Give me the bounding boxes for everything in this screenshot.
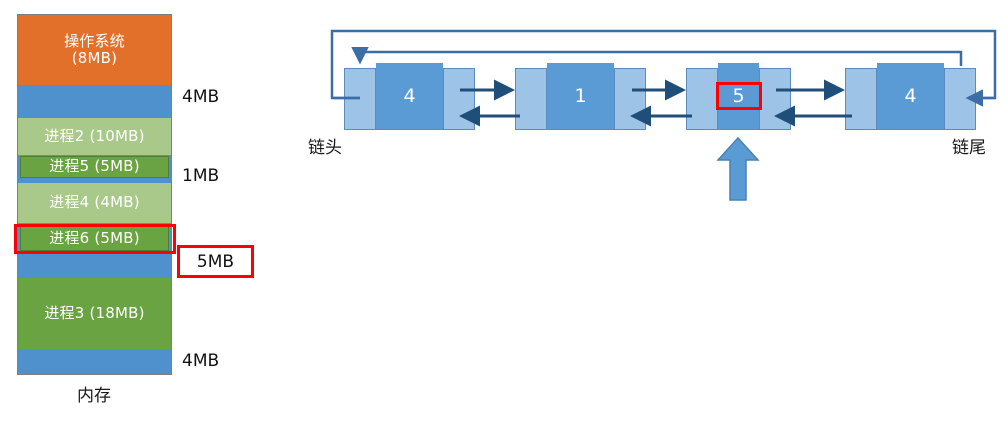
memory-block-process5-label: 进程5 (5MB): [49, 157, 140, 176]
list-tail-label-text: 链尾: [952, 138, 986, 158]
list-node-1-next-cell: [614, 69, 645, 129]
linked-list-diagram: 4 1 5 4: [280, 0, 1008, 434]
memory-block-os: 操作系统 (8MB): [18, 15, 171, 85]
memory-bar: 操作系统 (8MB) 进程2 (10MB) 进程5 (5MB) 进程4 (4MB…: [17, 14, 172, 375]
list-node-0: 4: [344, 63, 475, 130]
list-node-3-prev-cell: [846, 69, 877, 129]
memory-block-process3: 进程3 (18MB): [18, 278, 171, 349]
list-node-3: 4: [845, 63, 976, 130]
list-node-2-value: 5: [732, 85, 745, 107]
list-tail-label: 链尾: [952, 133, 986, 158]
memory-caption: 内存: [77, 381, 111, 406]
memory-block-process4: 进程4 (4MB): [18, 183, 171, 223]
list-node-2-highlight-box: 5: [715, 82, 762, 110]
memory-caption-text: 内存: [77, 386, 111, 406]
list-node-3-value: 4: [904, 85, 917, 107]
list-node-0-next-cell: [443, 69, 474, 129]
memory-block-os-sublabel: (8MB): [71, 49, 118, 67]
memory-free-label-5mb-text: 5MB: [196, 251, 235, 272]
list-node-2-next-cell: [759, 69, 790, 129]
list-node-2: 5: [686, 63, 791, 130]
list-node-0-prev-cell: [345, 69, 376, 129]
list-node-1-prev-cell: [516, 69, 547, 129]
memory-free-label-4mb-bottom: 4MB: [182, 351, 219, 371]
list-node-2-value-cell: 5: [715, 63, 762, 129]
memory-block-process3-label: 进程3 (18MB): [44, 303, 145, 322]
memory-block-process2-label: 进程2 (10MB): [44, 126, 145, 145]
memory-free-label-4mb-top: 4MB: [182, 87, 219, 107]
memory-free-label-1mb-text: 1MB: [182, 166, 220, 186]
list-node-3-next-cell: [944, 69, 975, 129]
memory-block-process4-label: 进程4 (4MB): [49, 193, 140, 212]
memory-block-process6-label: 进程6 (5MB): [49, 228, 140, 247]
memory-block-free-5mb: [18, 253, 171, 278]
memory-free-label-4mb-bottom-text: 4MB: [182, 351, 220, 371]
memory-block-free-4mb-bottom: [18, 349, 171, 374]
memory-block-process2: 进程2 (10MB): [18, 118, 171, 155]
list-node-0-value: 4: [403, 85, 416, 107]
list-node-1-value-cell: 1: [547, 63, 614, 129]
list-head-label: 链头: [308, 133, 342, 158]
list-node-3-value-cell: 4: [877, 63, 944, 129]
memory-free-label-5mb: 5MB: [177, 245, 254, 278]
list-node-1: 1: [515, 63, 646, 130]
memory-free-label-4mb-top-text: 4MB: [182, 87, 220, 107]
list-node-0-value-cell: 4: [376, 63, 443, 129]
list-node-2-prev-cell: [687, 69, 718, 129]
memory-block-process5: 进程5 (5MB): [20, 156, 169, 178]
list-node-1-value: 1: [574, 85, 587, 107]
memory-block-os-label: 操作系统: [64, 31, 125, 50]
memory-diagram: 操作系统 (8MB) 进程2 (10MB) 进程5 (5MB) 进程4 (4MB…: [0, 0, 280, 434]
process6-highlight-box: [14, 224, 176, 254]
list-head-label-text: 链头: [308, 138, 342, 158]
memory-free-label-1mb: 1MB: [182, 166, 219, 186]
memory-block-free-4mb-top: [18, 85, 171, 118]
memory-block-process6: 进程6 (5MB): [20, 226, 169, 251]
